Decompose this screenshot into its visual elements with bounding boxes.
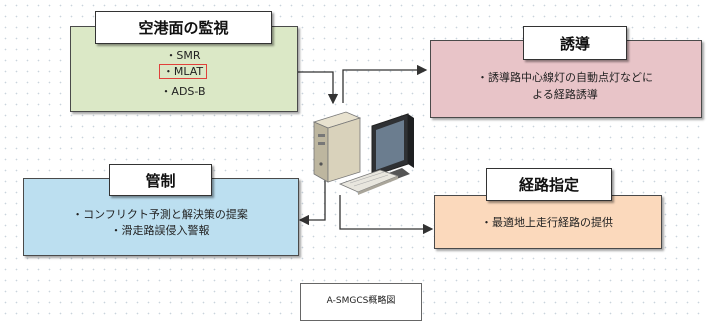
arrow-surveillance-to-computer (297, 71, 339, 105)
surveillance-item-smr: ・SMR (165, 49, 201, 62)
routing-title: 経路指定 (486, 168, 612, 201)
mlat-highlight-box: ・MLAT (158, 64, 208, 79)
guidance-line-2: よる経路誘導 (532, 88, 598, 101)
control-line-2: ・滑走路誤侵入警報 (110, 224, 210, 237)
guidance-line-1: ・誘導路中心線灯の自動点灯などに (477, 71, 653, 84)
guidance-title: 誘導 (523, 26, 627, 60)
surveillance-item-mlat: ・MLAT (70, 63, 296, 79)
arrow-computer-to-guidance (342, 64, 428, 103)
surveillance-title: 空港面の監視 (95, 11, 272, 44)
arrow-computer-to-routing (339, 195, 434, 235)
surveillance-item-ads-b: ・ADS-B (160, 85, 206, 98)
control-line-1: ・コンフリクト予測と解決策の提案 (72, 208, 248, 221)
computer-icon (312, 111, 414, 195)
diagram-caption: A-SMGCS概略図 (300, 283, 422, 321)
control-title: 管制 (109, 164, 212, 196)
routing-line-1: ・最適地上走行経路の提供 (481, 216, 613, 229)
arrow-computer-to-control (298, 175, 326, 226)
